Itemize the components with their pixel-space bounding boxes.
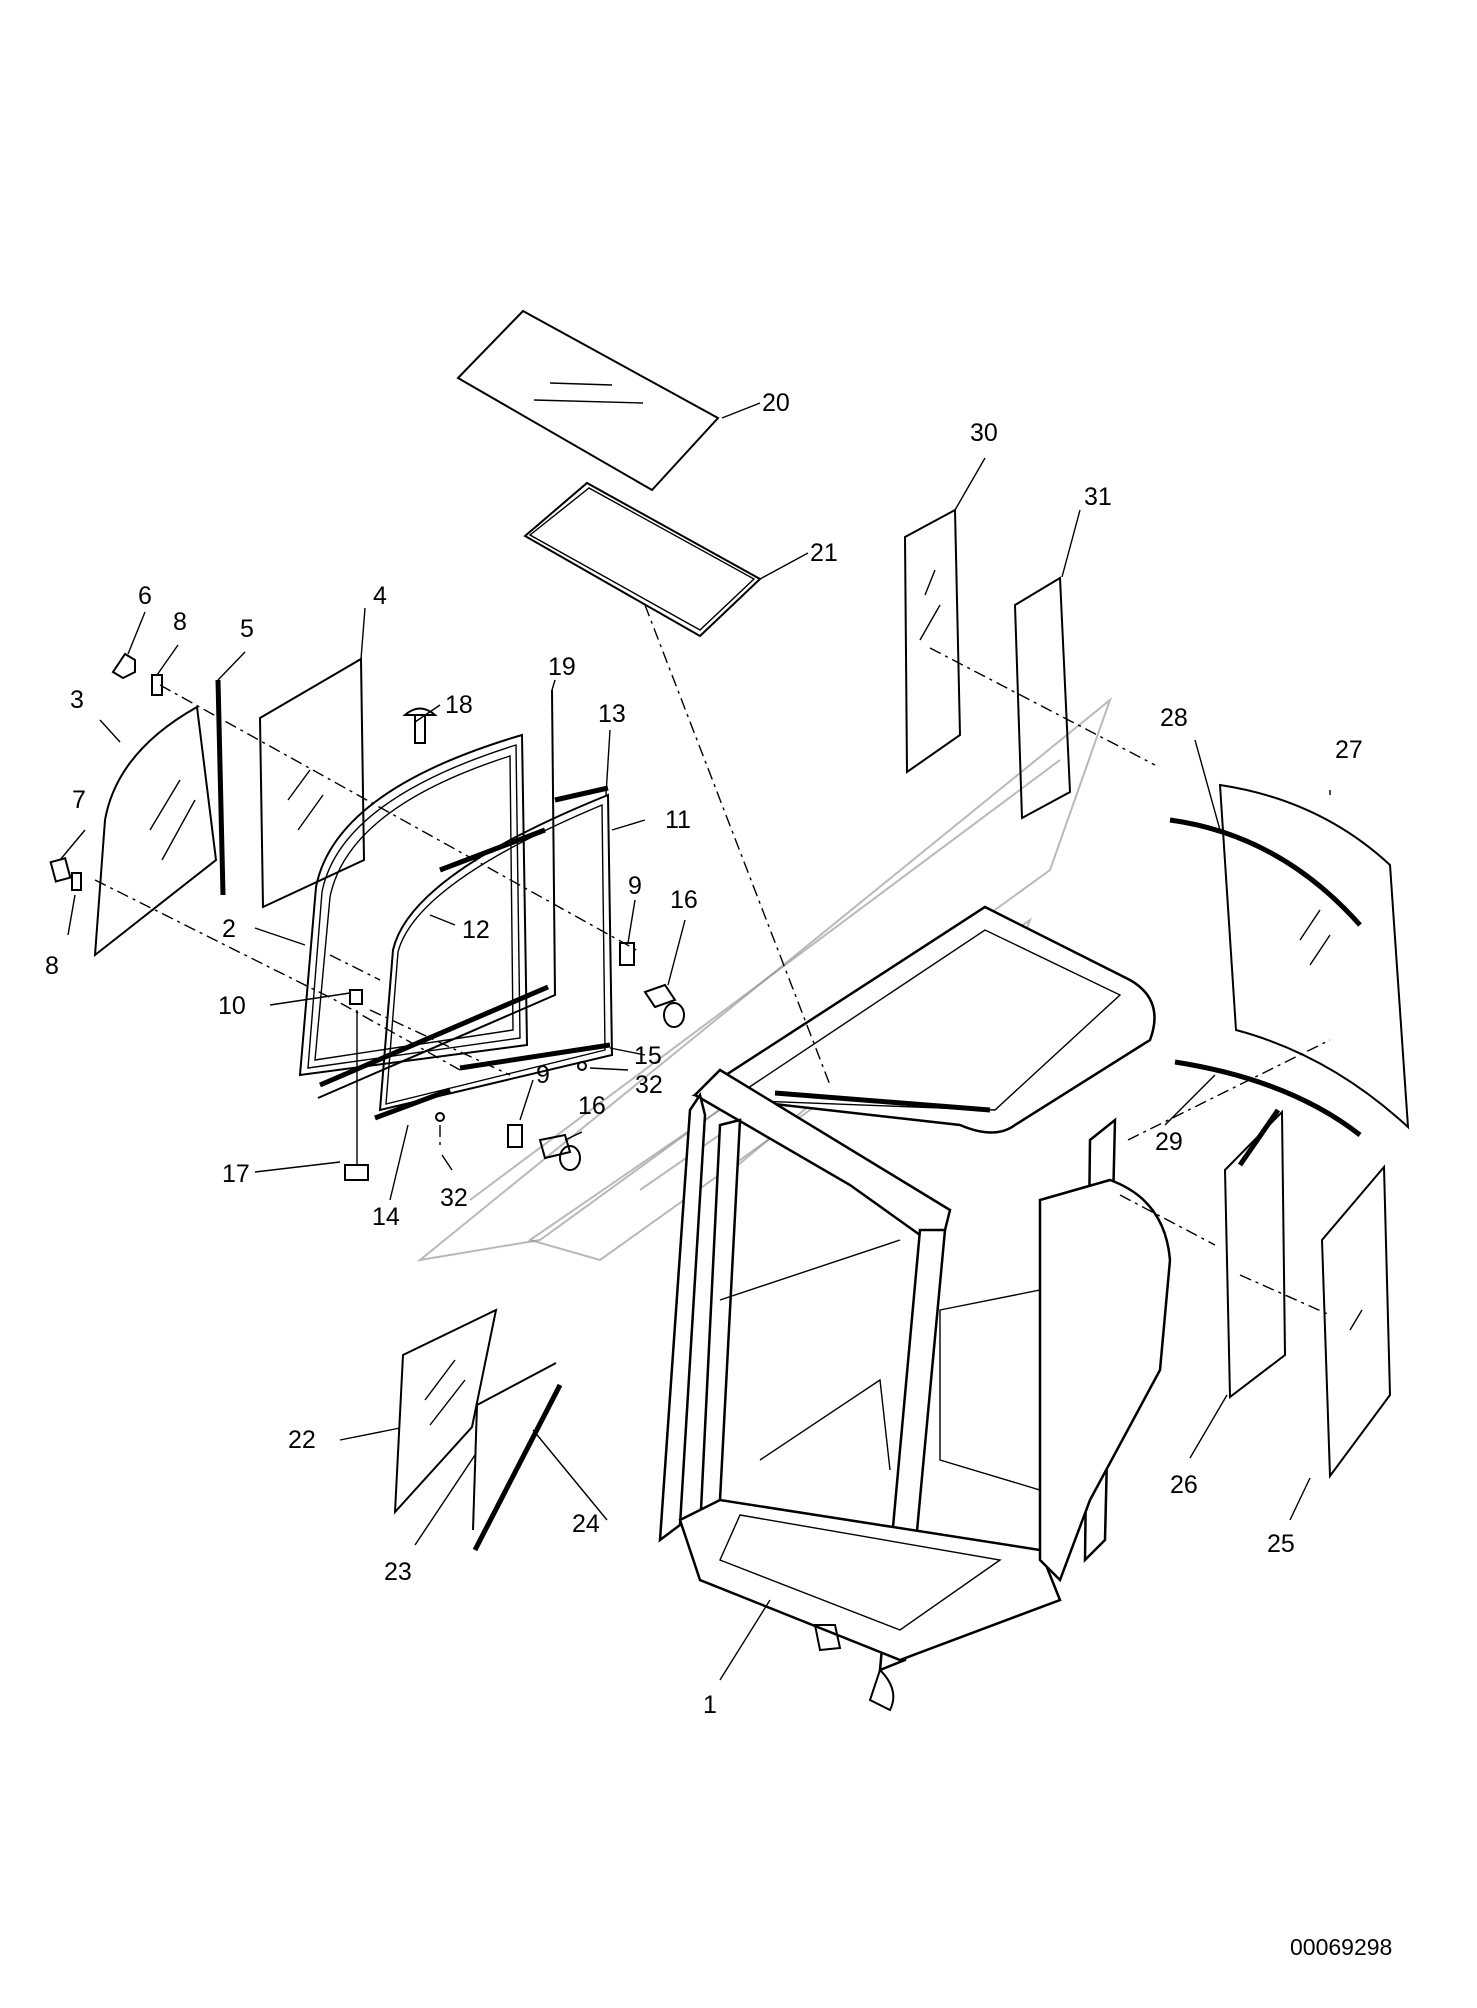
callout-26: 26 [1170,1471,1198,1499]
roof-seal [523,481,762,638]
leader-lines [59,402,1331,1681]
clip-9-lower [507,1124,523,1148]
callout-16: 16 [670,886,698,914]
callout-32: 32 [440,1184,468,1212]
door-frame [298,733,529,1077]
stopper-10 [349,989,363,1005]
rear-window-glass [903,508,962,774]
catch-8-bottom [71,872,82,891]
door-glass-left [93,705,218,958]
screw-16-lower [538,1133,581,1171]
side-glass-25 [1320,1164,1392,1479]
callout-11: 11 [665,806,691,834]
callout-29: 29 [1155,1128,1183,1156]
callout-23: 23 [384,1558,412,1586]
callout-30: 30 [970,419,998,447]
callout-10: 10 [218,992,246,1020]
callout-20: 20 [762,389,790,417]
roof-glass [456,309,720,492]
clip-9-upper [619,942,635,966]
callout-9: 9 [536,1061,550,1089]
alignment-lines [94,604,1331,1316]
callout-7: 7 [72,786,86,814]
door-seal-strip [215,679,226,896]
callout-3: 3 [70,686,84,714]
callout-5: 5 [240,615,254,643]
callout-22: 22 [288,1426,316,1454]
front-seal-23 [472,1362,557,1531]
cab-frame [658,905,1172,1712]
callout-labels: 20 21 30 31 6 8 5 4 3 19 18 13 28 27 7 1… [45,389,1363,1719]
seal-15 [459,1042,611,1071]
side-glass-26 [1223,1108,1287,1399]
callout-2: 2 [222,915,236,943]
callout-16: 16 [578,1092,606,1120]
callout-25: 25 [1267,1530,1295,1558]
callout-8: 8 [45,952,59,980]
seal-13 [554,785,609,803]
callout-6: 6 [138,582,152,610]
door-glass-right [258,657,366,909]
callout-8: 8 [173,608,187,636]
callout-13: 13 [598,700,626,728]
rear-window-seal [1013,576,1072,820]
callout-32: 32 [635,1071,663,1099]
front-seal-24 [472,1383,563,1552]
callout-12: 12 [462,916,490,944]
callout-14: 14 [372,1203,400,1231]
callout-1: 1 [703,1691,717,1719]
callout-31: 31 [1084,483,1112,511]
seal-28 [1169,817,1362,927]
seal-29 [1174,1059,1362,1137]
bolt-17 [344,1010,369,1181]
seal-14 [374,1087,451,1121]
pin-32-lower [435,1112,445,1150]
side-glass-27 [1218,783,1410,1130]
bolt-18 [402,707,438,744]
callout-19: 19 [548,653,576,681]
pin-32-upper [577,1061,587,1071]
callout-15: 15 [634,1042,662,1070]
callout-17: 17 [222,1160,250,1188]
door-seal-19 [317,689,557,1099]
callout-18: 18 [445,691,473,719]
callout-27: 27 [1335,736,1363,764]
front-lower-glass [393,1308,498,1515]
screw-16-upper [643,983,685,1028]
callout-24: 24 [572,1510,600,1538]
callout-21: 21 [810,539,838,567]
latch-7 [49,857,72,883]
sliding-window-frame [378,793,614,1112]
latch-6 [111,652,136,680]
callout-28: 28 [1160,704,1188,732]
callout-9: 9 [628,872,642,900]
document-number: 00069298 [1290,1934,1392,1960]
callout-4: 4 [373,582,387,610]
